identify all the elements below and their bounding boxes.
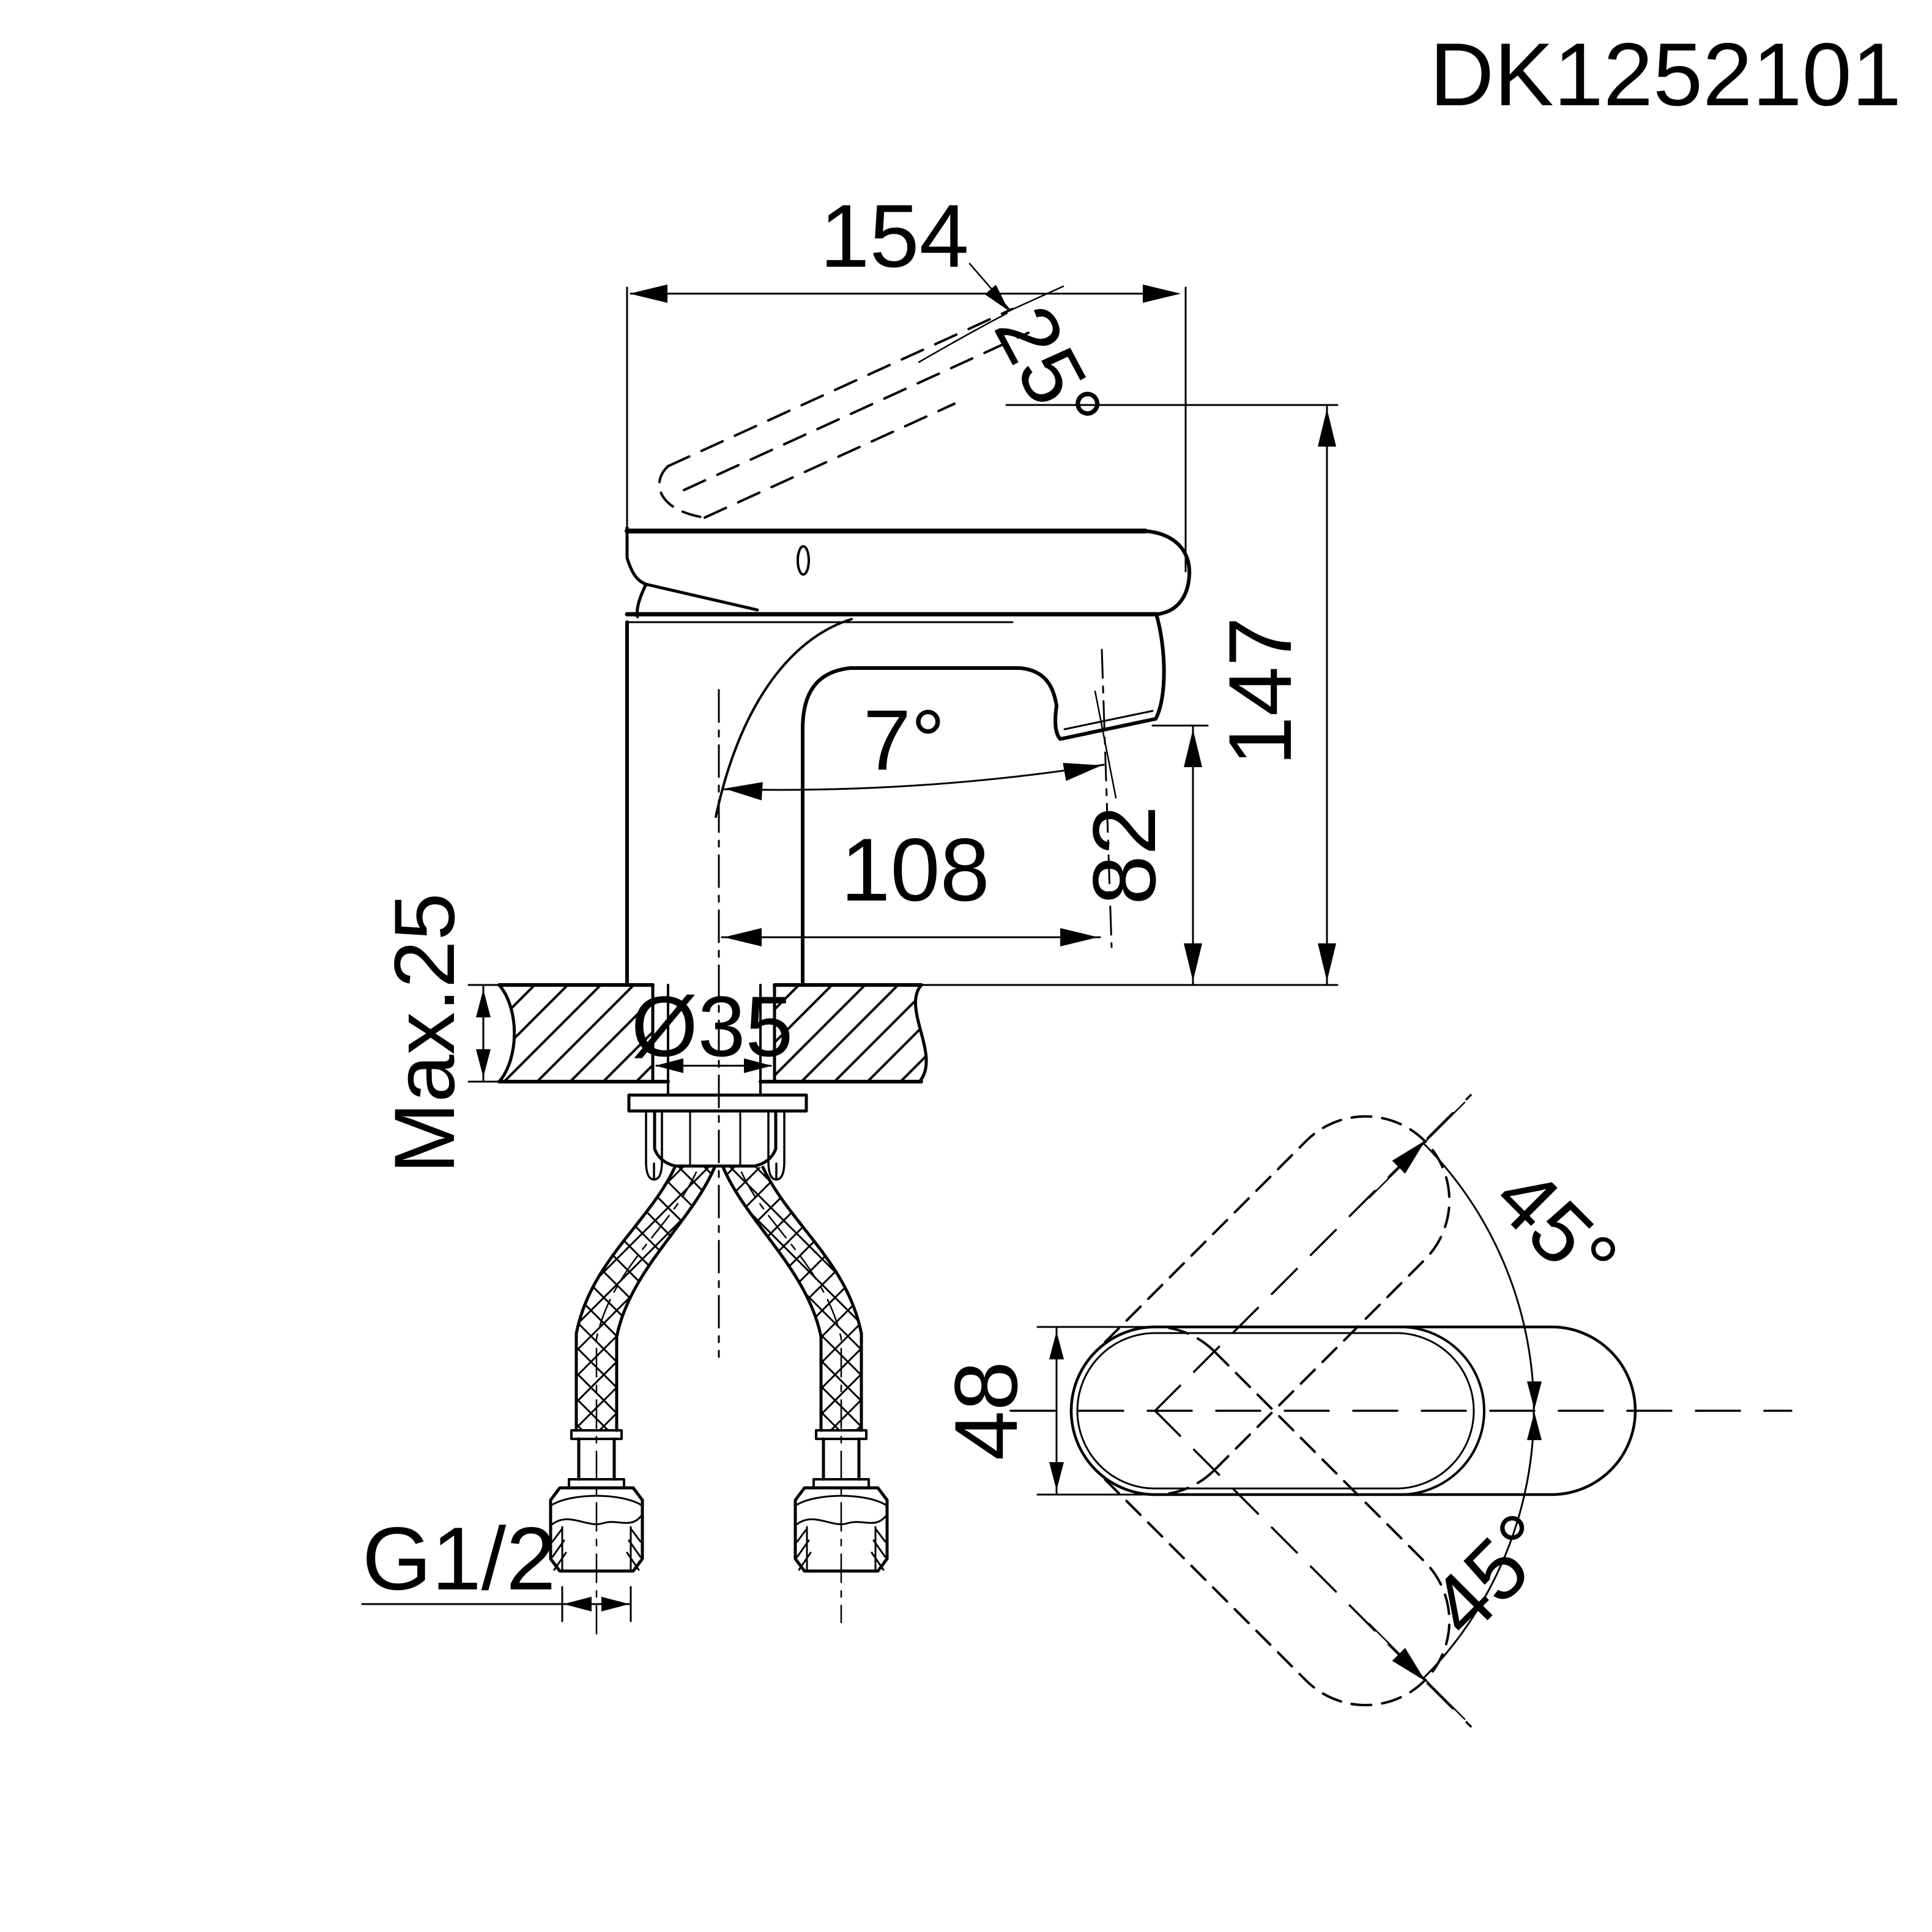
hose-left-nut-hatch xyxy=(551,1528,642,1571)
deck-break-edges xyxy=(497,983,928,1083)
dim-label-25: 25° xyxy=(976,291,1122,450)
dimension-spout-height: 82 xyxy=(1074,724,1209,986)
open-handle-tip-arc xyxy=(658,465,706,519)
dim-7-arc xyxy=(721,764,1105,791)
dim-max25-lines xyxy=(467,984,511,1083)
mounting-nut-facets xyxy=(689,1110,741,1166)
dimension-overall-width: 154 xyxy=(626,186,1187,573)
dim-label-45-upper: 45° xyxy=(1477,1148,1637,1308)
faucet-outline xyxy=(625,526,1192,987)
mounting-washer xyxy=(627,1093,808,1113)
open-handle-bottom xyxy=(704,403,956,519)
hose-right-nut xyxy=(793,1486,889,1573)
dimension-handle-angle: 25° xyxy=(918,262,1122,450)
open-handle-mid xyxy=(683,332,1030,491)
mounting-hole-edges xyxy=(651,983,776,1083)
dim-label-7: 7° xyxy=(863,692,945,788)
body-right-edge xyxy=(801,666,852,987)
handle-open-position xyxy=(658,308,1030,519)
mounting-studs xyxy=(645,1110,786,1162)
dim-147-lines xyxy=(1005,404,1339,986)
model-number-label: DK1252101 xyxy=(1430,24,1901,124)
top-view: 48 45° 45° xyxy=(936,1094,1793,1728)
dim-label-147: 147 xyxy=(1210,617,1310,766)
outlet-axis-centerline xyxy=(1101,648,1113,948)
dimension-handle-width: 48 xyxy=(936,1326,1159,1496)
counter-section xyxy=(497,983,1339,1096)
body-contour-curve xyxy=(715,618,853,818)
dim-label-max25: Max.25 xyxy=(376,893,472,1173)
dim-label-154: 154 xyxy=(820,186,969,286)
spout-aerator-line xyxy=(1063,710,1154,730)
spout-front-face xyxy=(1154,612,1166,721)
stud-screw-tips xyxy=(645,1160,786,1181)
dimension-overall-height: 147 xyxy=(1005,404,1339,986)
handle-swung-upper xyxy=(1069,1115,1451,1496)
deck-edges xyxy=(497,983,923,1083)
spout-outlet-lip xyxy=(1053,704,1157,741)
hose-right-nut-detail xyxy=(795,1495,887,1571)
front-view: 25° 154 147 82 7° xyxy=(361,186,1339,1641)
angle-25-arc xyxy=(918,312,1008,363)
swing-arc xyxy=(1422,1142,1535,1680)
hose-end-tubes xyxy=(577,1437,861,1481)
lever-side-seam xyxy=(797,545,810,576)
lever-tip xyxy=(1143,529,1192,616)
hose-right-nut-hatch xyxy=(796,1528,886,1571)
hose-left-braid xyxy=(576,1167,715,1430)
handle-wedge xyxy=(625,526,759,619)
dim-label-g12: G1/2 xyxy=(362,1509,556,1608)
hose-left-nut-detail xyxy=(551,1495,642,1571)
handle-swung-lower xyxy=(1069,1325,1451,1707)
supply-hoses xyxy=(549,1165,889,1641)
dim-154-lines xyxy=(626,286,1187,573)
hose-right-braid xyxy=(723,1167,861,1430)
dimension-spout-reach: 108 xyxy=(721,648,1113,948)
handle-end-cap xyxy=(1399,1326,1485,1496)
dimension-thread: G1/2 xyxy=(361,1509,632,1622)
dim-label-48: 48 xyxy=(936,1361,1036,1460)
dim-label-45-lower: 45° xyxy=(1411,1495,1571,1654)
open-handle-top xyxy=(667,308,1014,467)
dim-g12-lines xyxy=(361,1586,632,1622)
dimension-hole-diameter: Ø35 xyxy=(631,978,793,1074)
hose-left-nut xyxy=(549,1486,644,1573)
dim-label-108: 108 xyxy=(841,820,990,920)
dim-label-82: 82 xyxy=(1074,806,1174,905)
swing-centerlines xyxy=(1154,1094,1472,1728)
faucet-shank xyxy=(667,984,762,1096)
dimension-spout-angle: 7° xyxy=(721,690,1117,801)
mounting-hardware xyxy=(627,1093,808,1181)
hose-centerlines xyxy=(595,1171,842,1641)
spout-outlet-drop xyxy=(1019,666,1058,708)
deck-hatch-right xyxy=(775,985,927,1082)
deck-hatch-left xyxy=(499,985,653,1082)
dimension-deck-thickness: Max.25 xyxy=(376,893,511,1174)
dim-label-o35: Ø35 xyxy=(631,978,793,1074)
mounting-nut xyxy=(653,1109,778,1168)
hose-edges xyxy=(574,1165,863,1432)
dim-82-lines xyxy=(1151,724,1209,986)
handle-inner-outline xyxy=(1076,1332,1475,1490)
